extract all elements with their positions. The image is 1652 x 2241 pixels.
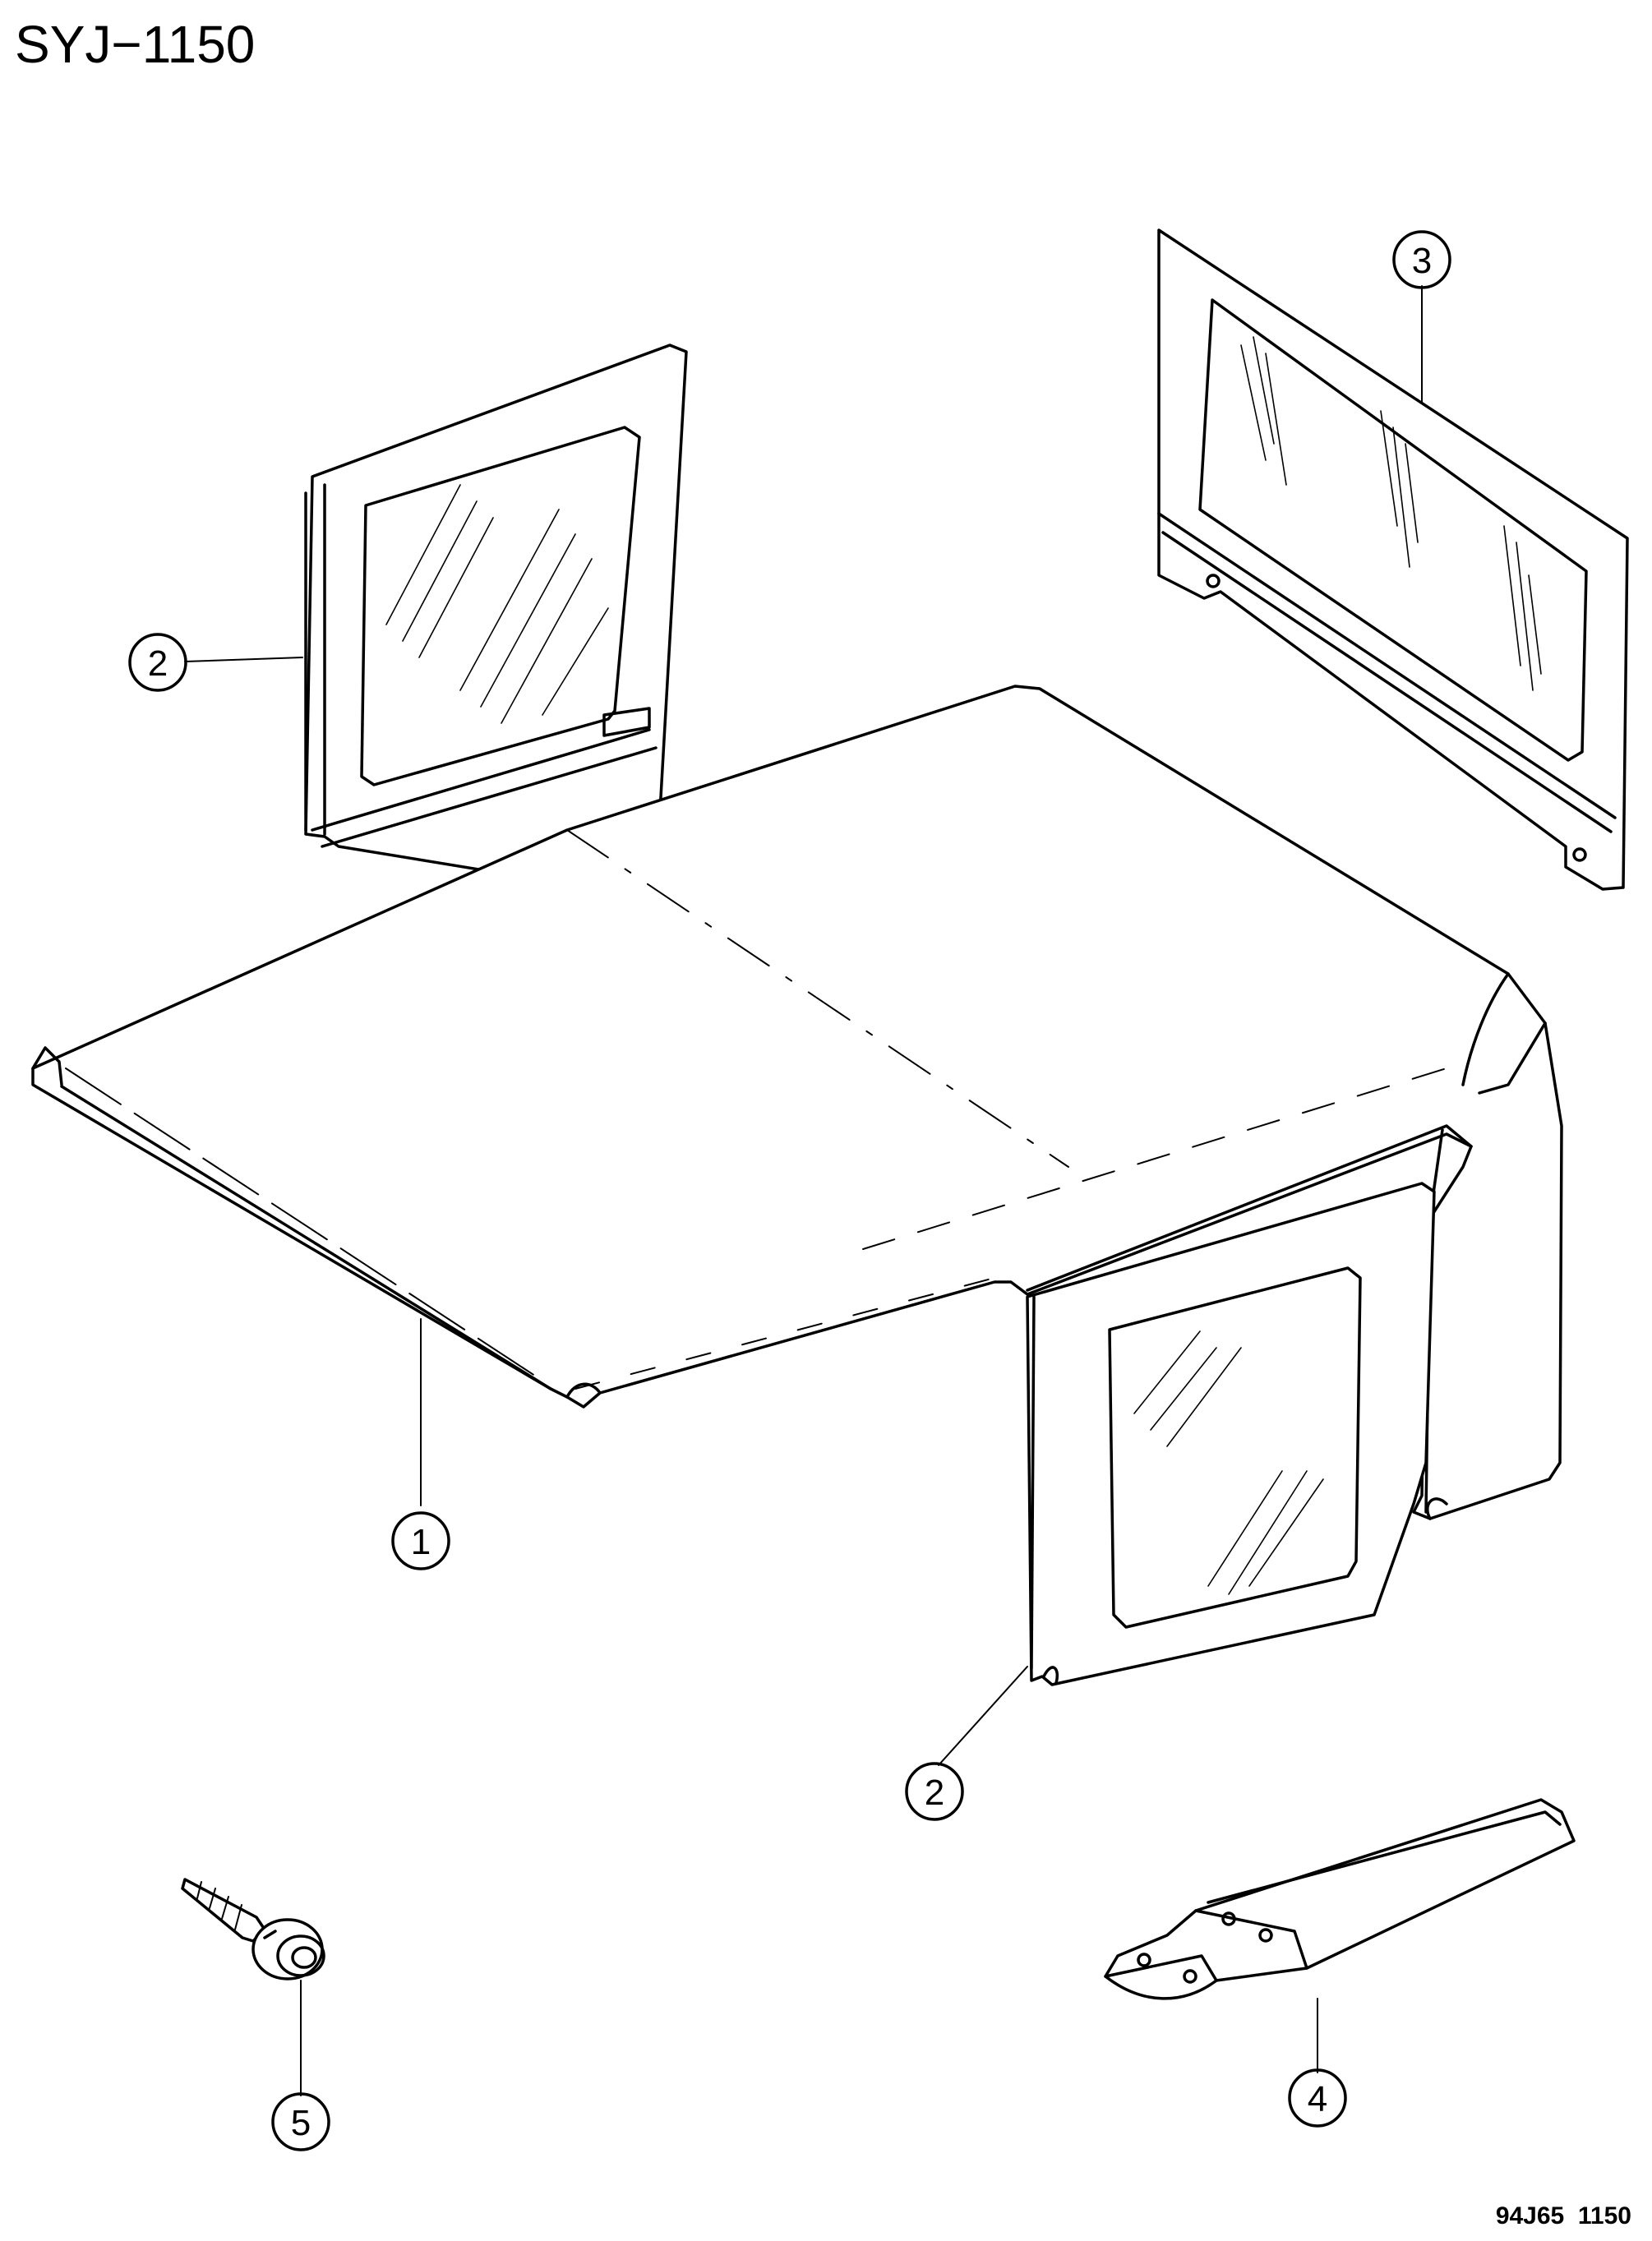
- diagram-title: SYJ−1150: [15, 15, 255, 74]
- callout-4-number: 4: [1308, 2079, 1327, 2119]
- callout-5: 5: [271, 2092, 330, 2151]
- callout-1-number: 1: [411, 1522, 431, 1562]
- leader-lines: [184, 285, 1423, 2096]
- callout-3-number: 3: [1412, 241, 1432, 281]
- callout-3: 3: [1392, 230, 1451, 289]
- rear-window-part: [1157, 228, 1629, 891]
- callout-1: 1: [391, 1511, 450, 1570]
- callout-2-upper-number: 2: [148, 643, 168, 684]
- side-window-lower-part: [1026, 1182, 1436, 1686]
- drawing-code: 94J65 1150: [1496, 2202, 1631, 2229]
- callout-5-number: 5: [291, 2103, 311, 2143]
- callout-2-lower: 2: [905, 1762, 964, 1821]
- screw-part: [181, 1878, 325, 1980]
- soft-top-part: [31, 685, 1563, 1520]
- strap-part: [1104, 1798, 1576, 2000]
- callout-2-upper: 2: [128, 633, 187, 692]
- callout-4: 4: [1288, 2068, 1347, 2128]
- side-window-upper-part: [304, 344, 688, 899]
- callout-2-lower-number: 2: [925, 1773, 944, 1813]
